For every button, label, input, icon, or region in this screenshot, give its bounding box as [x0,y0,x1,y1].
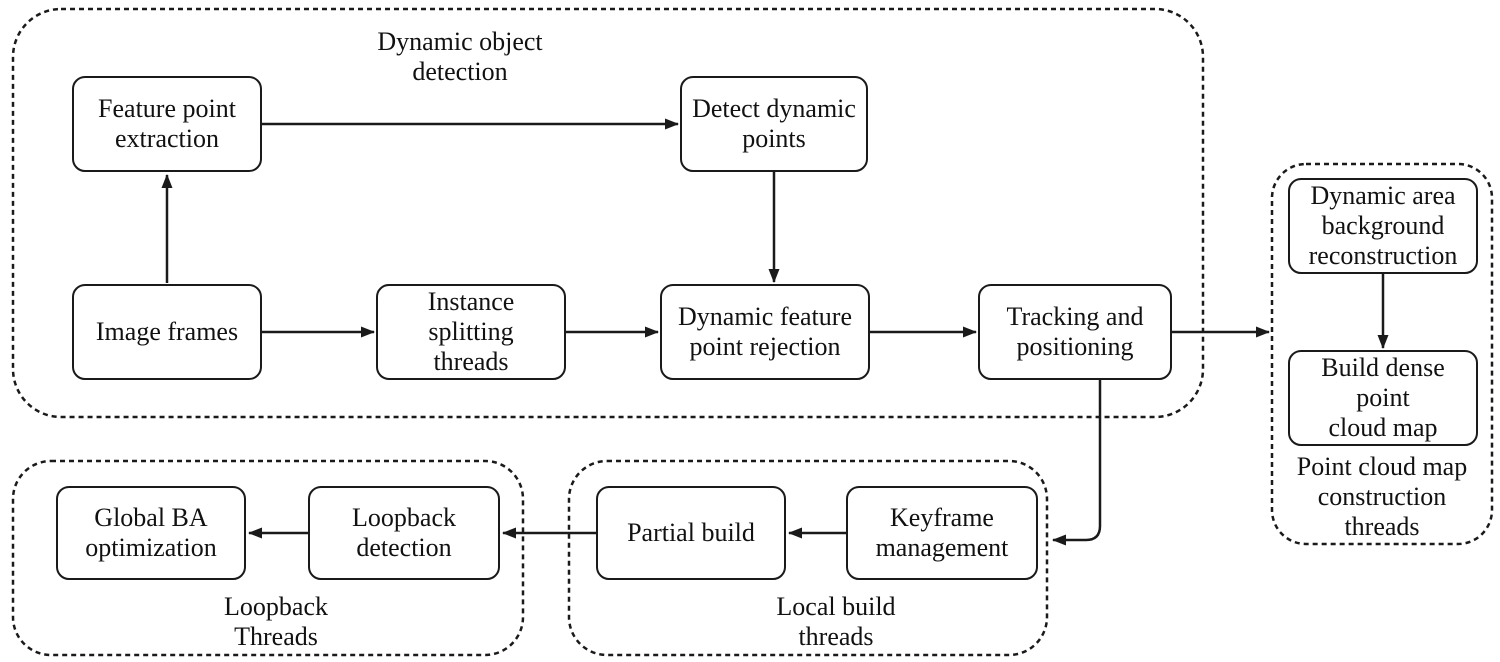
arrow-tracking-to-local-build-group [1052,380,1102,546]
group-label-loopback-threads: Loopback Threads [224,592,328,651]
group-loopback-border [11,459,525,657]
node-instance-splitting-threads: Instance splitting threads [376,284,566,380]
group-point-cloud-border [1270,162,1494,546]
node-feature-point-extraction: Feature point extraction [72,76,262,172]
group-local-build-border [567,459,1049,657]
group-label-dynamic-object-detection: Dynamic object detection [377,27,543,86]
node-image-frames: Image frames [72,284,262,380]
node-partial-build: Partial build [596,486,786,580]
node-loopback-detection: Loopback detection [308,486,500,580]
group-label-point-cloud: Point cloud map construction threads [1296,452,1468,541]
node-dynamic-area-background-reconstruction: Dynamic area background reconstruction [1288,178,1478,274]
node-tracking-and-positioning: Tracking and positioning [978,284,1172,380]
node-keyframe-management: Keyframe management [846,486,1038,580]
node-build-dense-point-cloud-map: Build dense point cloud map [1288,350,1478,446]
node-detect-dynamic-points: Detect dynamic points [680,76,868,172]
group-dynamic-object-detection-border [11,7,1205,419]
group-label-local-build-threads: Local build threads [776,592,896,651]
node-global-ba-optimization: Global BA optimization [56,486,246,580]
node-dynamic-feature-point-rejection: Dynamic feature point rejection [660,284,870,380]
